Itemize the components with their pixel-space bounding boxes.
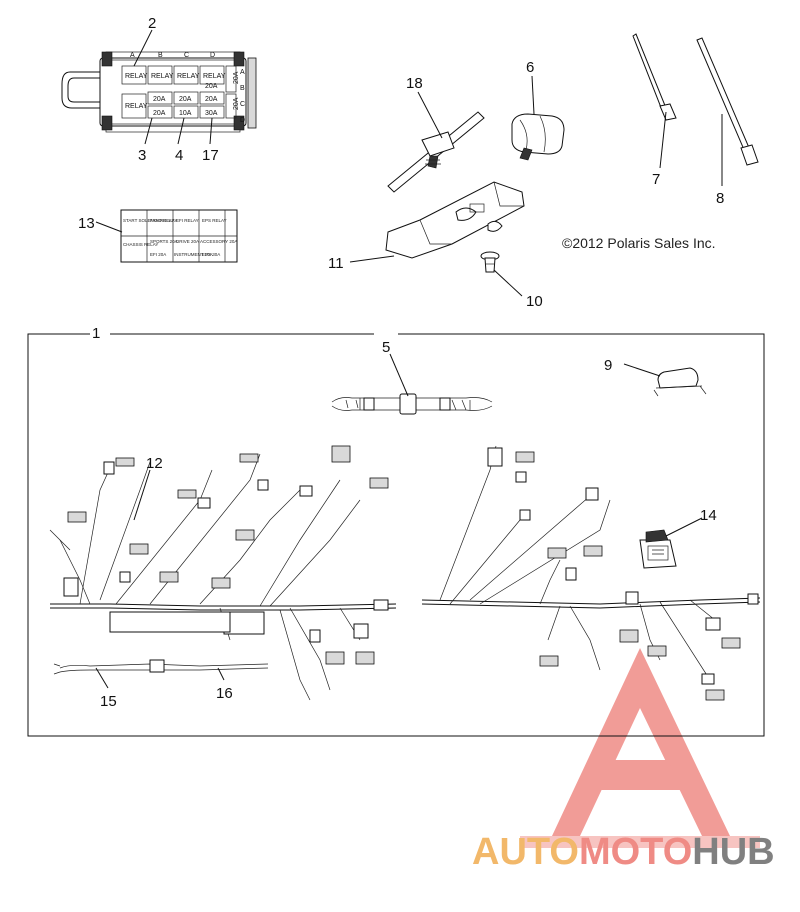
leader-16 (217, 667, 225, 681)
fuse-label-6: 10A (179, 110, 192, 117)
fuse-label-9: 20A (205, 83, 218, 90)
fuse-label-card: START SOLENOID RELAY FAN RELAY EFI RELAY… (120, 209, 238, 263)
leader-3 (144, 117, 153, 145)
main-wiring-harness-front (49, 445, 397, 701)
callout-13: 13 (78, 215, 95, 232)
leader-10 (493, 269, 523, 297)
relay-label-5: RELAY (125, 103, 148, 110)
callout-5: 5 (382, 339, 390, 356)
card-start-solenoid: START SOLENOID RELAY (123, 218, 177, 223)
fuse-label-1: 20A (233, 71, 240, 84)
fuse-row-d: D (240, 117, 245, 124)
callout-4: 4 (175, 147, 183, 164)
card-eps-relay: EPS RELAY (202, 218, 227, 223)
callout-10: 10 (526, 293, 543, 310)
fuse-top-b: B (158, 52, 163, 59)
leader-9 (623, 363, 661, 377)
callout-1: 1 (92, 325, 100, 342)
card-efi-relay: EFI RELAY (176, 218, 199, 223)
fuse-label-7: 30A (205, 110, 218, 117)
cable-tie-clip (387, 111, 485, 193)
watermark-part-moto: MOTO (579, 831, 692, 873)
fuse-label-3: 20A (179, 96, 192, 103)
callout-16: 16 (216, 685, 233, 702)
leader-5 (389, 353, 409, 397)
cable-tie-long (696, 37, 759, 166)
card-eps: EPS 30A (202, 252, 220, 257)
callout-12: 12 (146, 455, 163, 472)
leader-7 (659, 111, 667, 169)
leader-15 (95, 667, 109, 689)
callout-3: 3 (138, 147, 146, 164)
leader-11 (349, 255, 395, 263)
callout-14: 14 (700, 507, 717, 524)
fuse-label-5: 20A (233, 97, 240, 110)
card-accessory: ACCESSORY 20A (200, 239, 237, 244)
push-rivet (480, 251, 500, 273)
main-wiring-harness-rear (421, 445, 761, 701)
leader-17 (209, 117, 213, 145)
relay-label-1: RELAY (125, 73, 148, 80)
leader-13 (95, 221, 123, 233)
callout-7: 7 (652, 171, 660, 188)
jumper-harness (53, 659, 269, 675)
callout-8: 8 (716, 190, 724, 207)
leader-12 (133, 469, 151, 521)
copyright-text: ©2012 Polaris Sales Inc. (562, 235, 716, 251)
watermark-part-auto: AUTO (472, 831, 579, 873)
card-drive: DRIVE 20A (176, 239, 199, 244)
relay-label-4: RELAY (203, 73, 226, 80)
inline-fuse-harness (331, 393, 493, 415)
fuse-label-2: 20A (153, 96, 166, 103)
fuse-top-a: A (130, 52, 135, 59)
leader-6 (531, 75, 535, 115)
watermark-part-hub: HUB (692, 831, 774, 873)
callout-15: 15 (100, 693, 117, 710)
relay-label-2: RELAY (151, 73, 174, 80)
card-instrument: INSTRUMENT 10A (174, 252, 213, 257)
relay-label-3: RELAY (177, 73, 200, 80)
card-chassis-relay: CHASSIS RELAY (123, 242, 158, 247)
fuse-row-c: C (240, 101, 245, 108)
leader-2 (133, 29, 153, 67)
callout-17: 17 (202, 147, 219, 164)
leader-18 (417, 91, 443, 139)
fuse-label-4: 20A (205, 96, 218, 103)
callout-11: 11 (328, 255, 344, 272)
leader-14 (665, 517, 703, 537)
fuse-top-c: C (184, 52, 189, 59)
fuse-row-b: B (240, 85, 245, 92)
fuse-label-8: 20A (153, 110, 166, 117)
watermark-text: AUTOMOTOHUB (472, 831, 775, 873)
callout-6: 6 (526, 59, 534, 76)
card-fan-relay: FAN RELAY (150, 218, 174, 223)
card-efi: EFI 20A (150, 252, 166, 257)
callout-9: 9 (604, 357, 612, 374)
fuse-row-a: A (240, 69, 245, 76)
harness-frame (27, 333, 765, 737)
fuse-top-d: D (210, 52, 215, 59)
diagnostic-connector (639, 529, 677, 569)
card-sports: SPORTS 20A (150, 239, 178, 244)
callout-18: 18 (406, 75, 423, 92)
cable-tie-short (632, 33, 677, 121)
watermark-logo (520, 648, 760, 848)
harness-connector (511, 113, 565, 161)
relay-clip (653, 367, 707, 397)
harness-bracket (385, 181, 525, 259)
fuse-box: RELAY RELAY RELAY RELAY RELAY 20A 20A 20… (61, 51, 257, 133)
callout-2: 2 (148, 15, 156, 32)
leader-4 (177, 117, 185, 145)
